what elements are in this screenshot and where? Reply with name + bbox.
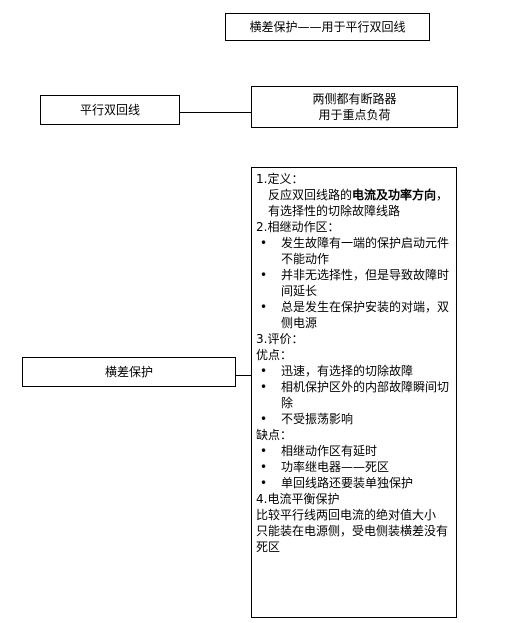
connector-protection-details — [236, 375, 251, 376]
sequential-zone-heading: 2.相继动作区： — [256, 220, 340, 234]
pros-heading: 优点： — [256, 348, 293, 362]
list-item: 发生故障有一端的保护启动元件不能动作 — [256, 235, 452, 267]
list-item: 总是发生在保护安装的对端，双侧电源 — [256, 299, 452, 331]
current-balance-heading: 4.电流平衡保护 — [256, 492, 340, 506]
title-text: 横差保护——用于平行双回线 — [249, 20, 406, 34]
definition-emphasis: 电流及功率方向 — [352, 188, 437, 202]
node-parallel-lines: 平行双回线 — [40, 95, 180, 125]
node-parallel-lines-label: 平行双回线 — [79, 103, 140, 117]
details-box: 1.定义： 反应双回线路的电流及功率方向，有选择性的切除故障线路 2.相继动作区… — [251, 167, 457, 618]
list-item: 功率继电器——死区 — [256, 459, 452, 475]
list-item: 相机保护区外的内部故障瞬间切除 — [256, 379, 452, 411]
list-item: 不受振荡影响 — [256, 411, 452, 427]
list-item: 并非无选择性，但是导致故障时间延长 — [256, 267, 452, 299]
node-protection: 横差保护 — [22, 357, 236, 387]
node-breakers-line1: 两侧都有断路器 — [312, 92, 397, 106]
title-box: 横差保护——用于平行双回线 — [225, 13, 430, 41]
list-item: 相继动作区有延时 — [256, 443, 452, 459]
definition-heading: 1.定义： — [256, 172, 304, 186]
evaluation-heading: 3.评价： — [256, 332, 304, 346]
node-protection-label: 横差保护 — [104, 365, 153, 379]
cons-heading: 缺点： — [256, 428, 293, 442]
node-breakers-line2: 用于重点负荷 — [318, 108, 391, 122]
node-breakers: 两侧都有断路器 用于重点负荷 — [251, 86, 458, 128]
connector-parallel-breakers — [180, 112, 251, 113]
current-balance-line: 比较平行线两回电流的绝对值大小 — [256, 508, 437, 522]
definition-text: 反应双回线路的电流及功率方向，有选择性的切除故障线路 — [268, 188, 449, 218]
list-item: 迅速，有选择的切除故障 — [256, 363, 452, 379]
current-balance-line: 只能装在电源侧，受电侧装横差没有死区 — [256, 524, 449, 554]
list-item: 单回线路还要装单独保护 — [256, 475, 452, 491]
